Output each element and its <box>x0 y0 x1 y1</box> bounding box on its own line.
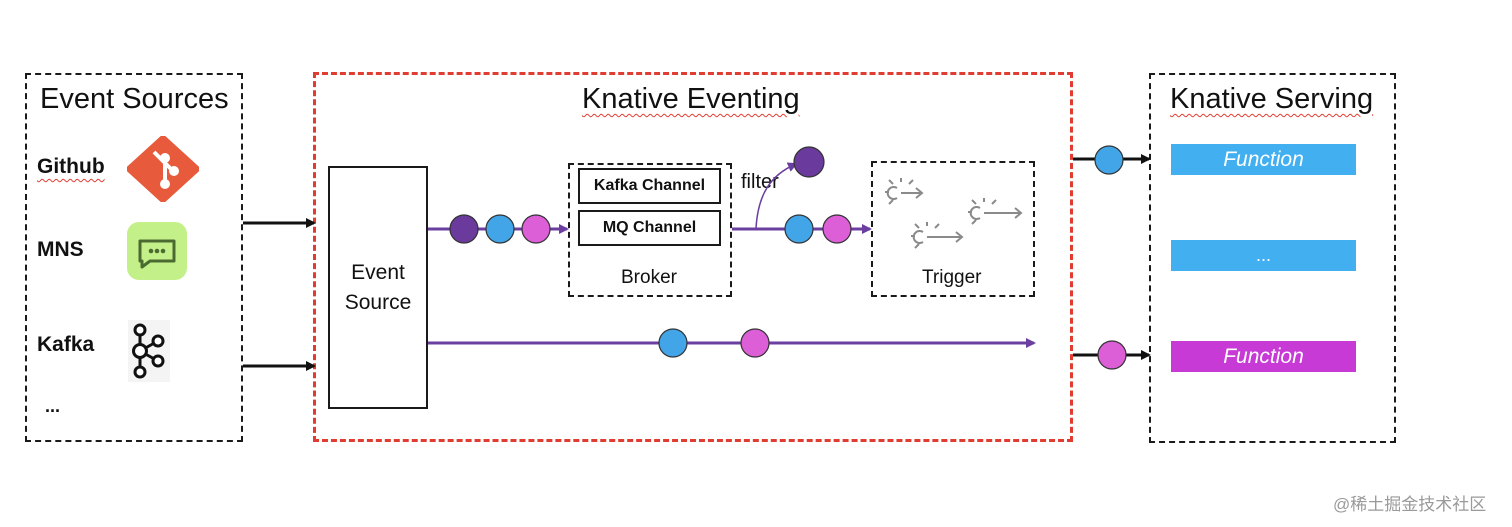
source-ellipsis: ... <box>45 396 61 416</box>
eventing-title-text: Knative Eventing <box>582 83 800 115</box>
event-dot-blue <box>784 214 814 244</box>
event-dot-pink <box>1097 340 1127 370</box>
broker-box <box>568 163 732 297</box>
source-label-github: Github <box>37 155 105 178</box>
knative-serving-title: Knative Serving <box>1170 83 1373 116</box>
knative-serving-panel <box>1149 73 1396 443</box>
trigger-icon <box>911 222 964 249</box>
trigger-label: Trigger <box>922 267 982 288</box>
filter-label: filter <box>741 171 779 193</box>
event-dot-purple <box>449 214 479 244</box>
event-dot-blue <box>658 328 688 358</box>
source-label-kafka: Kafka <box>37 333 95 356</box>
trigger-box <box>871 161 1035 297</box>
function-box-1: Function <box>1171 144 1356 175</box>
event-dot-pink <box>822 214 852 244</box>
mq-channel-box: MQ Channel <box>578 210 721 246</box>
kafka-channel-box: Kafka Channel <box>578 168 721 204</box>
kafka-icon <box>128 320 170 382</box>
message-icon <box>127 222 187 280</box>
trigger-icon <box>968 198 1023 225</box>
function-box-2: Function <box>1171 341 1356 372</box>
event-sources-title: Event Sources <box>40 83 229 115</box>
event-dot-pink <box>521 214 551 244</box>
source-label-mns: MNS <box>37 238 84 261</box>
event-dot-blue <box>1094 145 1124 175</box>
broker-label: Broker <box>621 267 677 288</box>
event-dot-blue <box>485 214 515 244</box>
knative-eventing-title: Knative Eventing <box>582 83 800 116</box>
git-icon <box>127 136 199 202</box>
trigger-icon <box>885 178 924 205</box>
event-source-label: Event Source <box>344 260 412 314</box>
knative-eventing-panel <box>313 72 1073 442</box>
event-sources-panel <box>25 73 243 442</box>
serving-title-text: Knative Serving <box>1170 83 1374 115</box>
event-source-box: Event Source <box>328 166 428 409</box>
function-box-ellipsis: ... <box>1171 240 1356 271</box>
event-dot-pink <box>740 328 770 358</box>
filter-curve <box>755 162 798 229</box>
watermark: @稀土掘金技术社区 <box>1333 495 1487 514</box>
event-dot-filtered <box>793 146 825 178</box>
